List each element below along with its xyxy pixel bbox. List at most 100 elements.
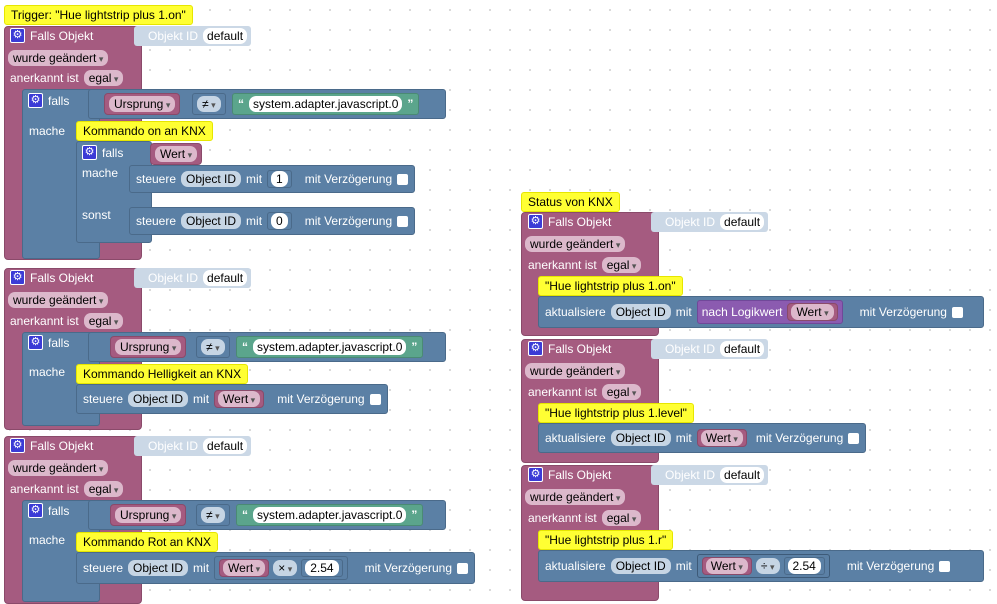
trigger-dropdown[interactable]: wurde geändert <box>8 50 109 66</box>
gear-icon[interactable]: ⚙ <box>10 438 25 453</box>
comment-kommando-rot[interactable]: Kommando Rot an KNX <box>76 532 219 552</box>
math-operator-dropdown[interactable]: × <box>273 560 298 576</box>
wert-block[interactable]: Wert <box>214 390 265 408</box>
wert-block[interactable]: Wert <box>219 559 270 577</box>
object-id-field[interactable]: Object ID <box>181 213 242 229</box>
compare-block[interactable]: Ursprung <box>110 504 187 526</box>
gear-icon[interactable]: ⚙ <box>10 270 25 285</box>
gear-icon[interactable]: ⚙ <box>10 28 25 43</box>
gear-icon[interactable]: ⚙ <box>528 214 543 229</box>
ack-dropdown[interactable]: egal <box>83 70 124 86</box>
operator-block[interactable]: ≠ <box>196 504 230 526</box>
steuere-block-3[interactable]: steuere Object ID mit Wert mit Verzögeru… <box>76 384 388 414</box>
aktualisiere-block-1[interactable]: aktualisiere Object ID mit nach Logikwer… <box>538 296 984 328</box>
delay-checkbox[interactable] <box>951 306 963 318</box>
ack-dropdown[interactable]: egal <box>83 313 124 329</box>
objekt-id-value[interactable]: default <box>720 467 765 483</box>
delay-checkbox[interactable] <box>848 432 860 444</box>
wert-dropdown[interactable]: Wert <box>791 304 834 320</box>
gear-icon[interactable]: ⚙ <box>82 145 97 160</box>
gear-icon[interactable]: ⚙ <box>28 503 43 518</box>
trigger-dropdown[interactable]: wurde geändert <box>525 489 626 505</box>
math-operator-dropdown[interactable]: ÷ <box>755 558 780 574</box>
ursprung-dropdown[interactable]: Ursprung <box>109 96 176 112</box>
aktualisiere-block-3[interactable]: aktualisiere Object ID mit Wert ÷ 2.54 m… <box>538 550 984 582</box>
comment-hue-level[interactable]: "Hue lightstrip plus 1.level" <box>538 403 694 423</box>
object-id-field[interactable]: Object ID <box>610 304 671 320</box>
operator-dropdown[interactable]: ≠ <box>197 96 221 112</box>
gear-icon[interactable]: ⚙ <box>528 341 543 356</box>
wert-block[interactable]: Wert <box>150 143 203 165</box>
number-block[interactable]: 1 <box>267 170 292 188</box>
ack-dropdown[interactable]: egal <box>601 384 642 400</box>
comment-hue-on[interactable]: "Hue lightstrip plus 1.on" <box>538 276 683 296</box>
operator-dropdown[interactable]: ≠ <box>201 339 225 355</box>
objekt-id-value[interactable]: default <box>203 28 248 44</box>
objekt-id-input[interactable]: Objekt ID default <box>134 26 252 46</box>
comment-trigger-on[interactable]: Trigger: "Hue lightstrip plus 1.on" <box>4 5 193 25</box>
objekt-id-value[interactable]: default <box>203 270 248 286</box>
objekt-id-value[interactable]: default <box>720 341 765 357</box>
text-block[interactable]: “ system.adapter.javascript.0 ” <box>236 336 424 358</box>
object-id-field[interactable]: Object ID <box>610 430 671 446</box>
objekt-id-input[interactable]: Objekt ID default <box>651 339 769 359</box>
compare-block[interactable]: Ursprung <box>110 336 187 358</box>
comment-kommando-on[interactable]: Kommando on an KNX <box>76 121 213 141</box>
adapter-text[interactable]: system.adapter.javascript.0 <box>253 507 407 523</box>
gear-icon[interactable]: ⚙ <box>28 93 43 108</box>
object-id-field[interactable]: Object ID <box>128 560 189 576</box>
ack-dropdown[interactable]: egal <box>83 481 124 497</box>
steuere-block-2[interactable]: steuere Object ID mit 0 mit Verzögerung <box>129 207 416 235</box>
delay-checkbox[interactable] <box>397 173 409 185</box>
wert-block[interactable]: Wert <box>696 429 747 447</box>
operator-dropdown[interactable]: ≠ <box>201 507 225 523</box>
ack-dropdown[interactable]: egal <box>601 257 642 273</box>
delay-checkbox[interactable] <box>397 215 409 227</box>
wert-block[interactable]: Wert <box>787 303 838 321</box>
objekt-id-input[interactable]: Objekt ID default <box>651 212 769 232</box>
gear-icon[interactable]: ⚙ <box>28 335 43 350</box>
objekt-id-input[interactable]: Objekt ID default <box>134 268 252 288</box>
trigger-dropdown[interactable]: wurde geändert <box>8 460 109 476</box>
operator-block[interactable]: ≠ <box>196 336 230 358</box>
ursprung-dropdown[interactable]: Ursprung <box>115 507 182 523</box>
math-block[interactable]: Wert ÷ 2.54 <box>696 554 830 578</box>
wert-dropdown[interactable]: Wert <box>155 146 198 162</box>
ack-dropdown[interactable]: egal <box>601 510 642 526</box>
objekt-id-value[interactable]: default <box>720 214 765 230</box>
steuere-block-1[interactable]: steuere Object ID mit 1 mit Verzögerung <box>129 165 416 193</box>
steuere-block-4[interactable]: steuere Object ID mit Wert × 2.54 mit Ve… <box>76 552 475 584</box>
trigger-dropdown[interactable]: wurde geändert <box>525 363 626 379</box>
text-block[interactable]: “ system.adapter.javascript.0 ” <box>232 93 420 115</box>
object-id-field[interactable]: Object ID <box>128 391 189 407</box>
number-block[interactable]: 2.54 <box>301 559 343 577</box>
trigger-dropdown[interactable]: wurde geändert <box>8 292 109 308</box>
number-value[interactable]: 2.54 <box>305 560 339 576</box>
compare-block[interactable]: Ursprung <box>104 93 181 115</box>
wert-dropdown[interactable]: Wert <box>223 560 266 576</box>
comment-hue-r[interactable]: "Hue lightstrip plus 1.r" <box>538 530 674 550</box>
delay-checkbox[interactable] <box>457 562 468 574</box>
comment-status-knx[interactable]: Status von KNX <box>521 192 620 212</box>
objekt-id-input[interactable]: Objekt ID default <box>134 436 252 456</box>
adapter-text[interactable]: system.adapter.javascript.0 <box>249 96 403 112</box>
aktualisiere-block-2[interactable]: aktualisiere Object ID mit Wert mit Verz… <box>538 423 867 453</box>
comment-kommando-helligkeit[interactable]: Kommando Helligkeit an KNX <box>76 364 249 384</box>
objekt-id-value[interactable]: default <box>203 438 248 454</box>
number-block[interactable]: 2.54 <box>783 557 825 575</box>
number-block[interactable]: 0 <box>267 212 292 230</box>
object-id-field[interactable]: Object ID <box>181 171 242 187</box>
trigger-dropdown[interactable]: wurde geändert <box>525 236 626 252</box>
gear-icon[interactable]: ⚙ <box>528 467 543 482</box>
to-boolean-block[interactable]: nach Logikwert Wert <box>696 300 843 324</box>
object-id-field[interactable]: Object ID <box>610 558 671 574</box>
wert-dropdown[interactable]: Wert <box>705 558 748 574</box>
objekt-id-input[interactable]: Objekt ID default <box>651 465 769 485</box>
text-block[interactable]: “ system.adapter.javascript.0 ” <box>236 504 424 526</box>
wert-block[interactable]: Wert <box>701 557 752 575</box>
wert-dropdown[interactable]: Wert <box>218 391 261 407</box>
math-block[interactable]: Wert × 2.54 <box>214 556 348 580</box>
number-value[interactable]: 2.54 <box>787 558 821 574</box>
wert-dropdown[interactable]: Wert <box>700 430 743 446</box>
delay-checkbox[interactable] <box>369 393 381 405</box>
